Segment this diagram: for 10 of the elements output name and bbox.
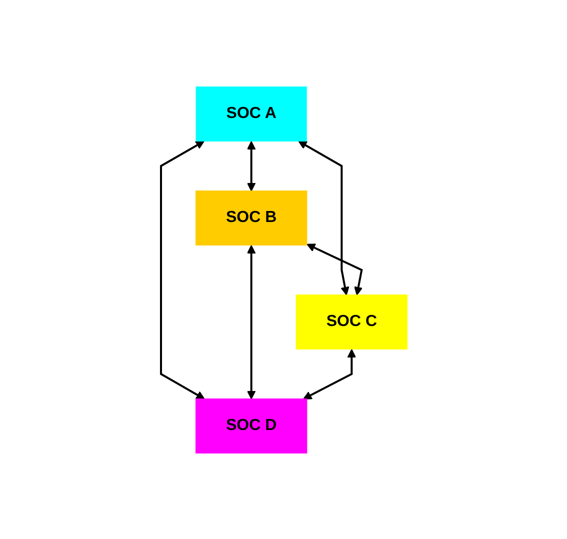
arrow xyxy=(246,244,256,399)
arrow xyxy=(306,243,362,295)
node-box: SOC C xyxy=(295,294,407,349)
arrow xyxy=(298,140,349,295)
arrow xyxy=(302,348,356,399)
arrow xyxy=(246,140,256,191)
node-box: SOC D xyxy=(195,398,307,453)
node-box: SOC A xyxy=(195,86,306,141)
arrow xyxy=(160,140,204,399)
node-box: SOC B xyxy=(195,190,307,245)
